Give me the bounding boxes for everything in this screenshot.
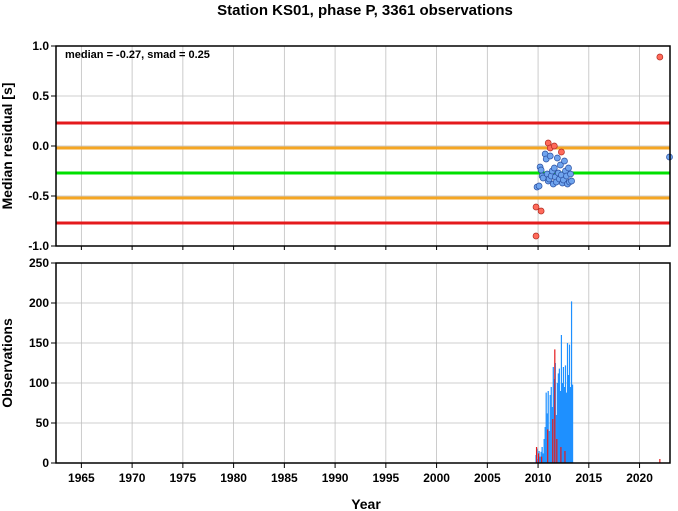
inlier-count-bar (542, 453, 544, 463)
outlier-point (656, 53, 664, 61)
year-x-tick-label: 1990 (322, 471, 349, 485)
inlier-count-bar (547, 391, 549, 463)
outlier-count-bar (659, 459, 661, 463)
outlier-count-bar (554, 349, 556, 463)
inlier-point (565, 164, 572, 172)
inlier-count-bar (549, 395, 551, 463)
inlier-point (550, 164, 558, 172)
inlier-count-bar (564, 365, 567, 463)
inlier-count-bar (567, 375, 570, 463)
inlier-count-bar (552, 367, 554, 463)
inlier-count-bar (571, 384, 574, 463)
inlier-point (567, 170, 574, 178)
inlier-count-bar (539, 456, 541, 463)
outlier-point (550, 142, 558, 150)
inlier-count-bar (560, 335, 563, 463)
observations-panel: 250 200 150 100 50 0 1965 1970 1975 1980 1985 1990… (0, 256, 671, 511)
outlier-count-bar (535, 447, 538, 463)
inlier-count-bar (570, 301, 573, 463)
observations-y-tick-label: 150 (29, 336, 49, 350)
inlier-count-bar (557, 373, 559, 463)
inlier-count-bar (543, 439, 545, 463)
inlier-count-bar (568, 344, 571, 463)
year-x-tick-label: 2020 (626, 471, 653, 485)
outlier-count-bar (541, 456, 543, 463)
year-x-tick-label: 2010 (525, 471, 552, 485)
residual-y-axis-label: Median residual [s] (0, 83, 15, 210)
outlier-point (537, 207, 545, 215)
outlier-count-bar (556, 439, 558, 463)
residual-points (532, 53, 673, 240)
residual-y-tick-label: 0.5 (32, 89, 49, 103)
year-x-tick-label: 2005 (474, 471, 501, 485)
inlier-count-bar (541, 447, 543, 463)
threshold-lines (56, 121, 670, 225)
observations-grid (56, 263, 670, 463)
inlier-point (568, 177, 575, 185)
outlier-count-bar (564, 451, 566, 463)
observations-y-axis-label: Observations (0, 318, 15, 408)
inlier-count-bar (561, 383, 564, 463)
observations-y-tick-label: 250 (29, 256, 49, 270)
inlier-point (561, 157, 568, 165)
inlier-count-bar (545, 392, 547, 463)
residual-y-tick-label: -1.0 (28, 239, 49, 253)
year-x-tick-label: 1995 (372, 471, 399, 485)
year-x-tick-label: 1975 (170, 471, 197, 485)
outlier-point (532, 232, 540, 240)
observations-y-tick-label: 50 (36, 416, 50, 430)
observations-y-tick-label: 200 (29, 296, 49, 310)
residual-grid (56, 46, 670, 250)
year-x-tick-label: 1965 (68, 471, 95, 485)
observations-bars (535, 301, 661, 463)
x-axis-label: Year (351, 496, 381, 511)
inlier-count-bar (544, 427, 546, 463)
inlier-count-bar (548, 431, 550, 463)
outlier-count-bar (537, 453, 540, 463)
residual-y-tick-label: 0.0 (32, 139, 49, 153)
outlier-count-bar (560, 447, 562, 463)
inlier-count-bar (569, 387, 572, 463)
inlier-count-bar (563, 387, 566, 463)
year-x-tick-label: 2015 (575, 471, 602, 485)
outlier-count-bar (547, 429, 549, 463)
inlier-point (557, 161, 564, 169)
residual-y-tick-label: -0.5 (28, 189, 49, 203)
inlier-count-bar (566, 343, 569, 463)
inlier-point (546, 152, 554, 160)
inlier-point (553, 154, 561, 162)
residual-y-ticks: 1.0 0.5 0.0 -0.5 -1.0 (28, 39, 56, 253)
year-x-ticks: 1965 1970 1975 1980 1985 1990 1995 2000 2005 2010… (68, 463, 653, 485)
observations-frame (55, 262, 671, 464)
inlier-count-bar (550, 387, 552, 463)
residual-panel: 1.0 0.5 0.0 -0.5 -1.0 median = -0.27, smad =… (0, 39, 673, 253)
inlier-count-bar (556, 383, 558, 463)
observations-y-ticks: 250 200 150 100 50 0 (29, 256, 56, 470)
inlier-count-bar (558, 368, 560, 463)
outlier-count-bar (552, 419, 554, 463)
inlier-count-bar (565, 392, 568, 463)
year-x-tick-label: 1985 (271, 471, 298, 485)
chart-title: Station KS01, phase P, 3361 observations (217, 2, 513, 19)
inlier-point (537, 166, 545, 174)
observations-y-tick-label: 0 (42, 456, 49, 470)
residual-y-tick-label: 1.0 (32, 39, 49, 53)
year-x-tick-label: 1980 (220, 471, 247, 485)
median-smad-annotation: median = -0.27, smad = 0.25 (65, 49, 210, 61)
inlier-count-bar (562, 367, 565, 463)
outlier-point (558, 148, 565, 156)
inlier-point (535, 182, 543, 190)
year-x-tick-label: 1970 (119, 471, 146, 485)
inlier-count-bar (559, 391, 561, 463)
outlier-point (532, 203, 540, 211)
year-x-tick-label: 2000 (423, 471, 450, 485)
observations-y-tick-label: 100 (29, 376, 49, 390)
